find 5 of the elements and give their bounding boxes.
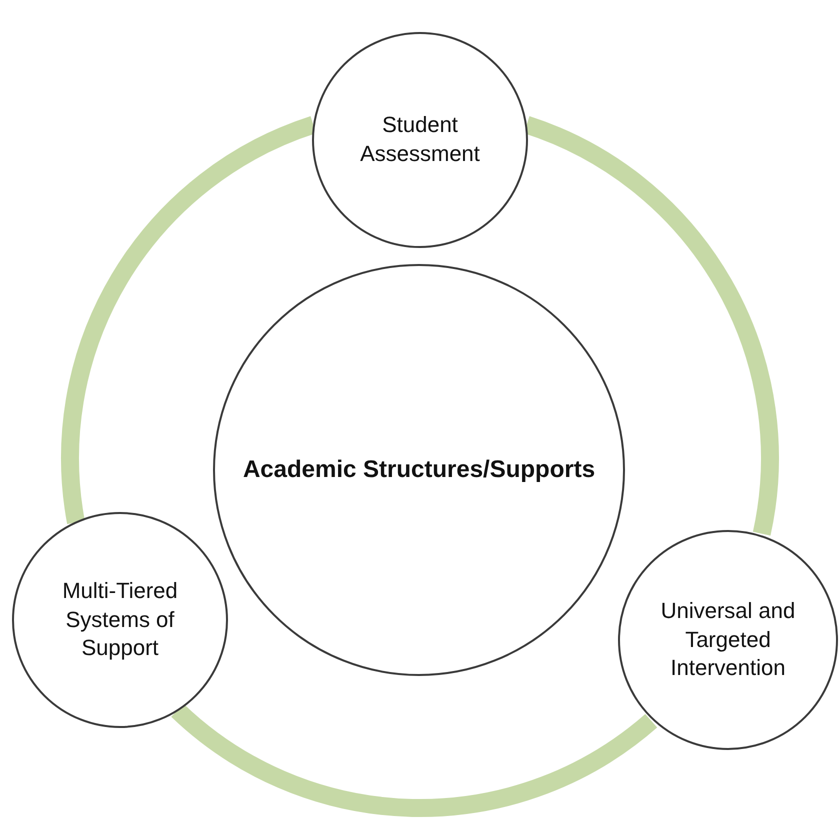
topic-label: Universal and Targeted Intervention [660,597,796,682]
topic-label: Student Assessment [359,111,481,168]
center-label: Academic Structures/Supports [242,455,596,486]
topic-label: Multi-Tiered Systems of Support [61,577,179,662]
ring-segment [172,703,657,817]
